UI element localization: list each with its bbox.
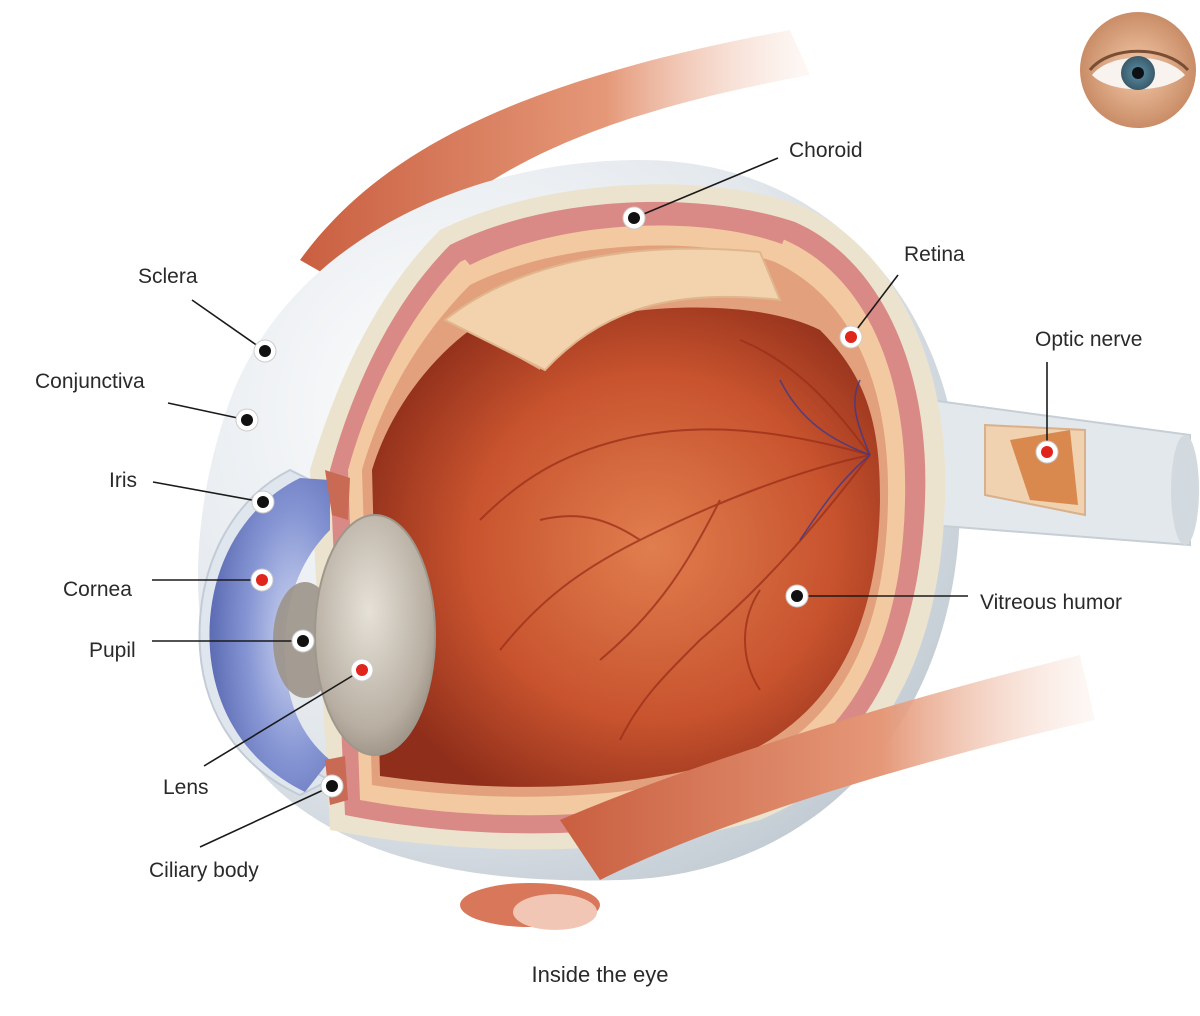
label-optic-nerve: Optic nerve: [1035, 328, 1143, 351]
marker-conjunctiva: [235, 408, 259, 432]
label-pupil: Pupil: [89, 639, 136, 662]
iris-shape: [209, 478, 330, 792]
label-cornea: Cornea: [63, 578, 132, 601]
retina-flap: [443, 247, 782, 372]
label-iris: Iris: [109, 469, 137, 492]
marker-iris: [251, 490, 275, 514]
ciliary-body-shape: [325, 470, 350, 520]
label-vitreous-humor: Vitreous humor: [980, 591, 1123, 614]
eye-photo-inset-icon: [1080, 12, 1196, 128]
label-retina: Retina: [904, 243, 965, 266]
lower-rectus-muscle: [560, 655, 1095, 880]
marker-choroid: [622, 206, 646, 230]
marker-ciliary-body: [320, 774, 344, 798]
leader-lines: [152, 157, 1048, 848]
marker-retina: [839, 325, 863, 349]
upper-rectus-muscle: [300, 30, 810, 300]
marker-cornea: [250, 568, 274, 592]
marker-pupil: [291, 629, 315, 653]
marker-vitreous-humor: [785, 584, 809, 608]
diagram-caption: Inside the eye: [531, 962, 669, 987]
label-choroid: Choroid: [789, 139, 863, 162]
retinal-blood-vessels: [479, 339, 871, 741]
lens-shape: [314, 514, 436, 756]
marker-sclera: [253, 339, 277, 363]
marker-lens: [350, 658, 374, 682]
marker-optic-nerve: [1035, 440, 1059, 464]
label-ciliary-body: Ciliary body: [149, 859, 259, 882]
label-conjunctiva: Conjunctiva: [35, 370, 145, 393]
label-sclera: Sclera: [138, 265, 198, 288]
label-lens: Lens: [163, 776, 209, 799]
